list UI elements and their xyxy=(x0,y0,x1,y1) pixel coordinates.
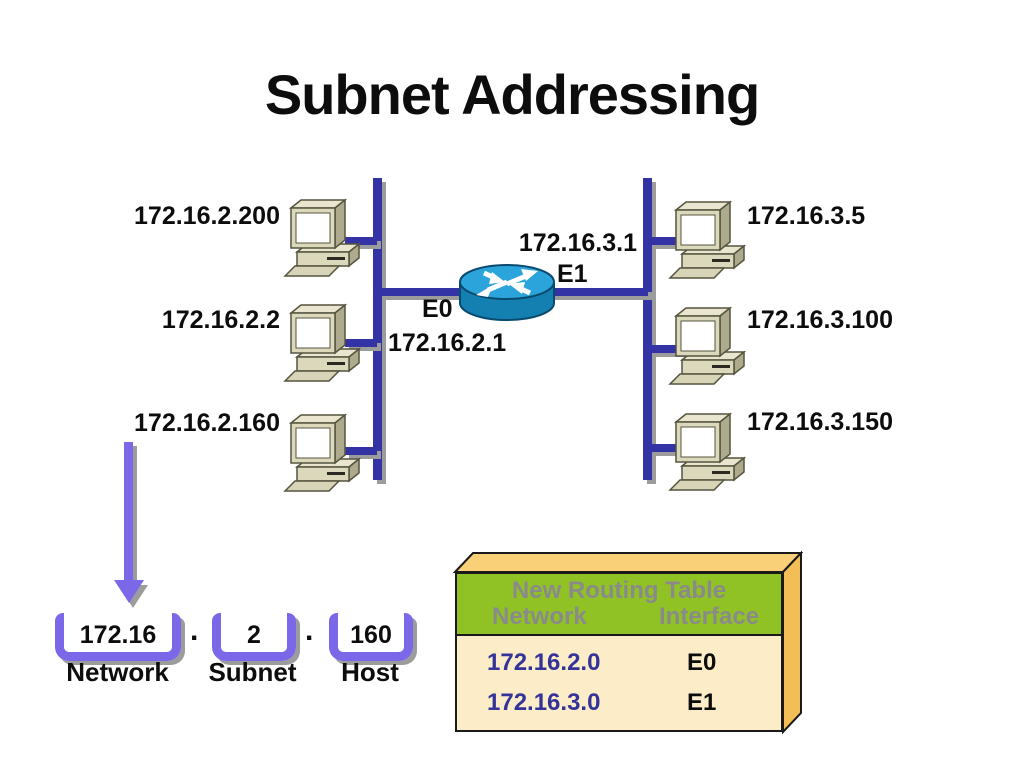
routing-table-row: 172.16.3.0 E1 xyxy=(457,689,781,717)
host-ip-label: 172.16.3.100 xyxy=(747,306,893,334)
route-network: 172.16.2.0 xyxy=(487,648,601,676)
host-part-label: Host xyxy=(341,657,399,687)
column-network: Network xyxy=(492,603,587,630)
left-segment-bus-line xyxy=(373,178,382,480)
computer-icon xyxy=(283,413,365,493)
host-part-bracket: 160 xyxy=(329,613,413,661)
slide-title: Subnet Addressing xyxy=(264,63,760,126)
routing-table-title: New Routing Table xyxy=(511,577,727,604)
route-interface: E1 xyxy=(687,689,717,717)
network-part-label: Network xyxy=(66,657,169,687)
computer-icon xyxy=(283,303,365,383)
router-icon xyxy=(459,264,555,321)
right-host1-link xyxy=(648,237,682,245)
host-ip-label: 172.16.3.5 xyxy=(747,202,866,230)
host-ip-label: 172.16.2.200 xyxy=(134,202,280,230)
host-ip-label: 172.16.2.2 xyxy=(161,306,280,334)
router-e1-label: E1 xyxy=(557,260,588,288)
router-e0-ip-label: 172.16.2.1 xyxy=(388,329,507,357)
left-host3-link xyxy=(345,447,377,455)
column-interface: Interface xyxy=(659,603,760,630)
routing-table-row: 172.16.2.0 E0 xyxy=(457,649,781,677)
subnet-part-label: Subnet xyxy=(208,657,297,687)
right-host2-link xyxy=(648,345,682,353)
route-network: 172.16.3.0 xyxy=(487,689,601,717)
network-part-value: 172.16 xyxy=(79,621,157,649)
right-host3-link xyxy=(648,444,682,452)
subnet-part-bracket: 2 xyxy=(212,613,296,661)
routing-table-3d-faces xyxy=(452,550,804,735)
network-part-bracket: 172.16 xyxy=(55,613,181,661)
octet-separator: . xyxy=(190,614,199,647)
octet-separator: . xyxy=(305,614,314,647)
routing-table: New Routing Table Network Interface 172.… xyxy=(455,572,783,732)
left-host2-link xyxy=(345,339,377,347)
routing-table-header: New Routing Table Network Interface xyxy=(457,574,781,636)
routing-table-body: 172.16.2.0 E0 172.16.3.0 E1 xyxy=(457,636,781,730)
subnet-part-value: 2 xyxy=(247,621,261,649)
right-segment-bus-line xyxy=(643,178,652,480)
computer-icon xyxy=(283,198,365,278)
route-interface: E0 xyxy=(687,648,717,676)
host-ip-label: 172.16.3.150 xyxy=(747,408,893,436)
computer-icon xyxy=(668,306,750,386)
host-part-value: 160 xyxy=(350,621,392,649)
router-e1-ip-label: 172.16.3.1 xyxy=(518,229,637,257)
left-host1-link xyxy=(345,237,377,245)
breakdown-arrow xyxy=(114,442,148,608)
router-e0-label: E0 xyxy=(422,295,453,323)
computer-icon xyxy=(668,412,750,492)
host-ip-label: 172.16.2.160 xyxy=(134,409,280,437)
routing-table-columns: Network Interface xyxy=(457,604,781,630)
computer-icon xyxy=(668,200,750,280)
